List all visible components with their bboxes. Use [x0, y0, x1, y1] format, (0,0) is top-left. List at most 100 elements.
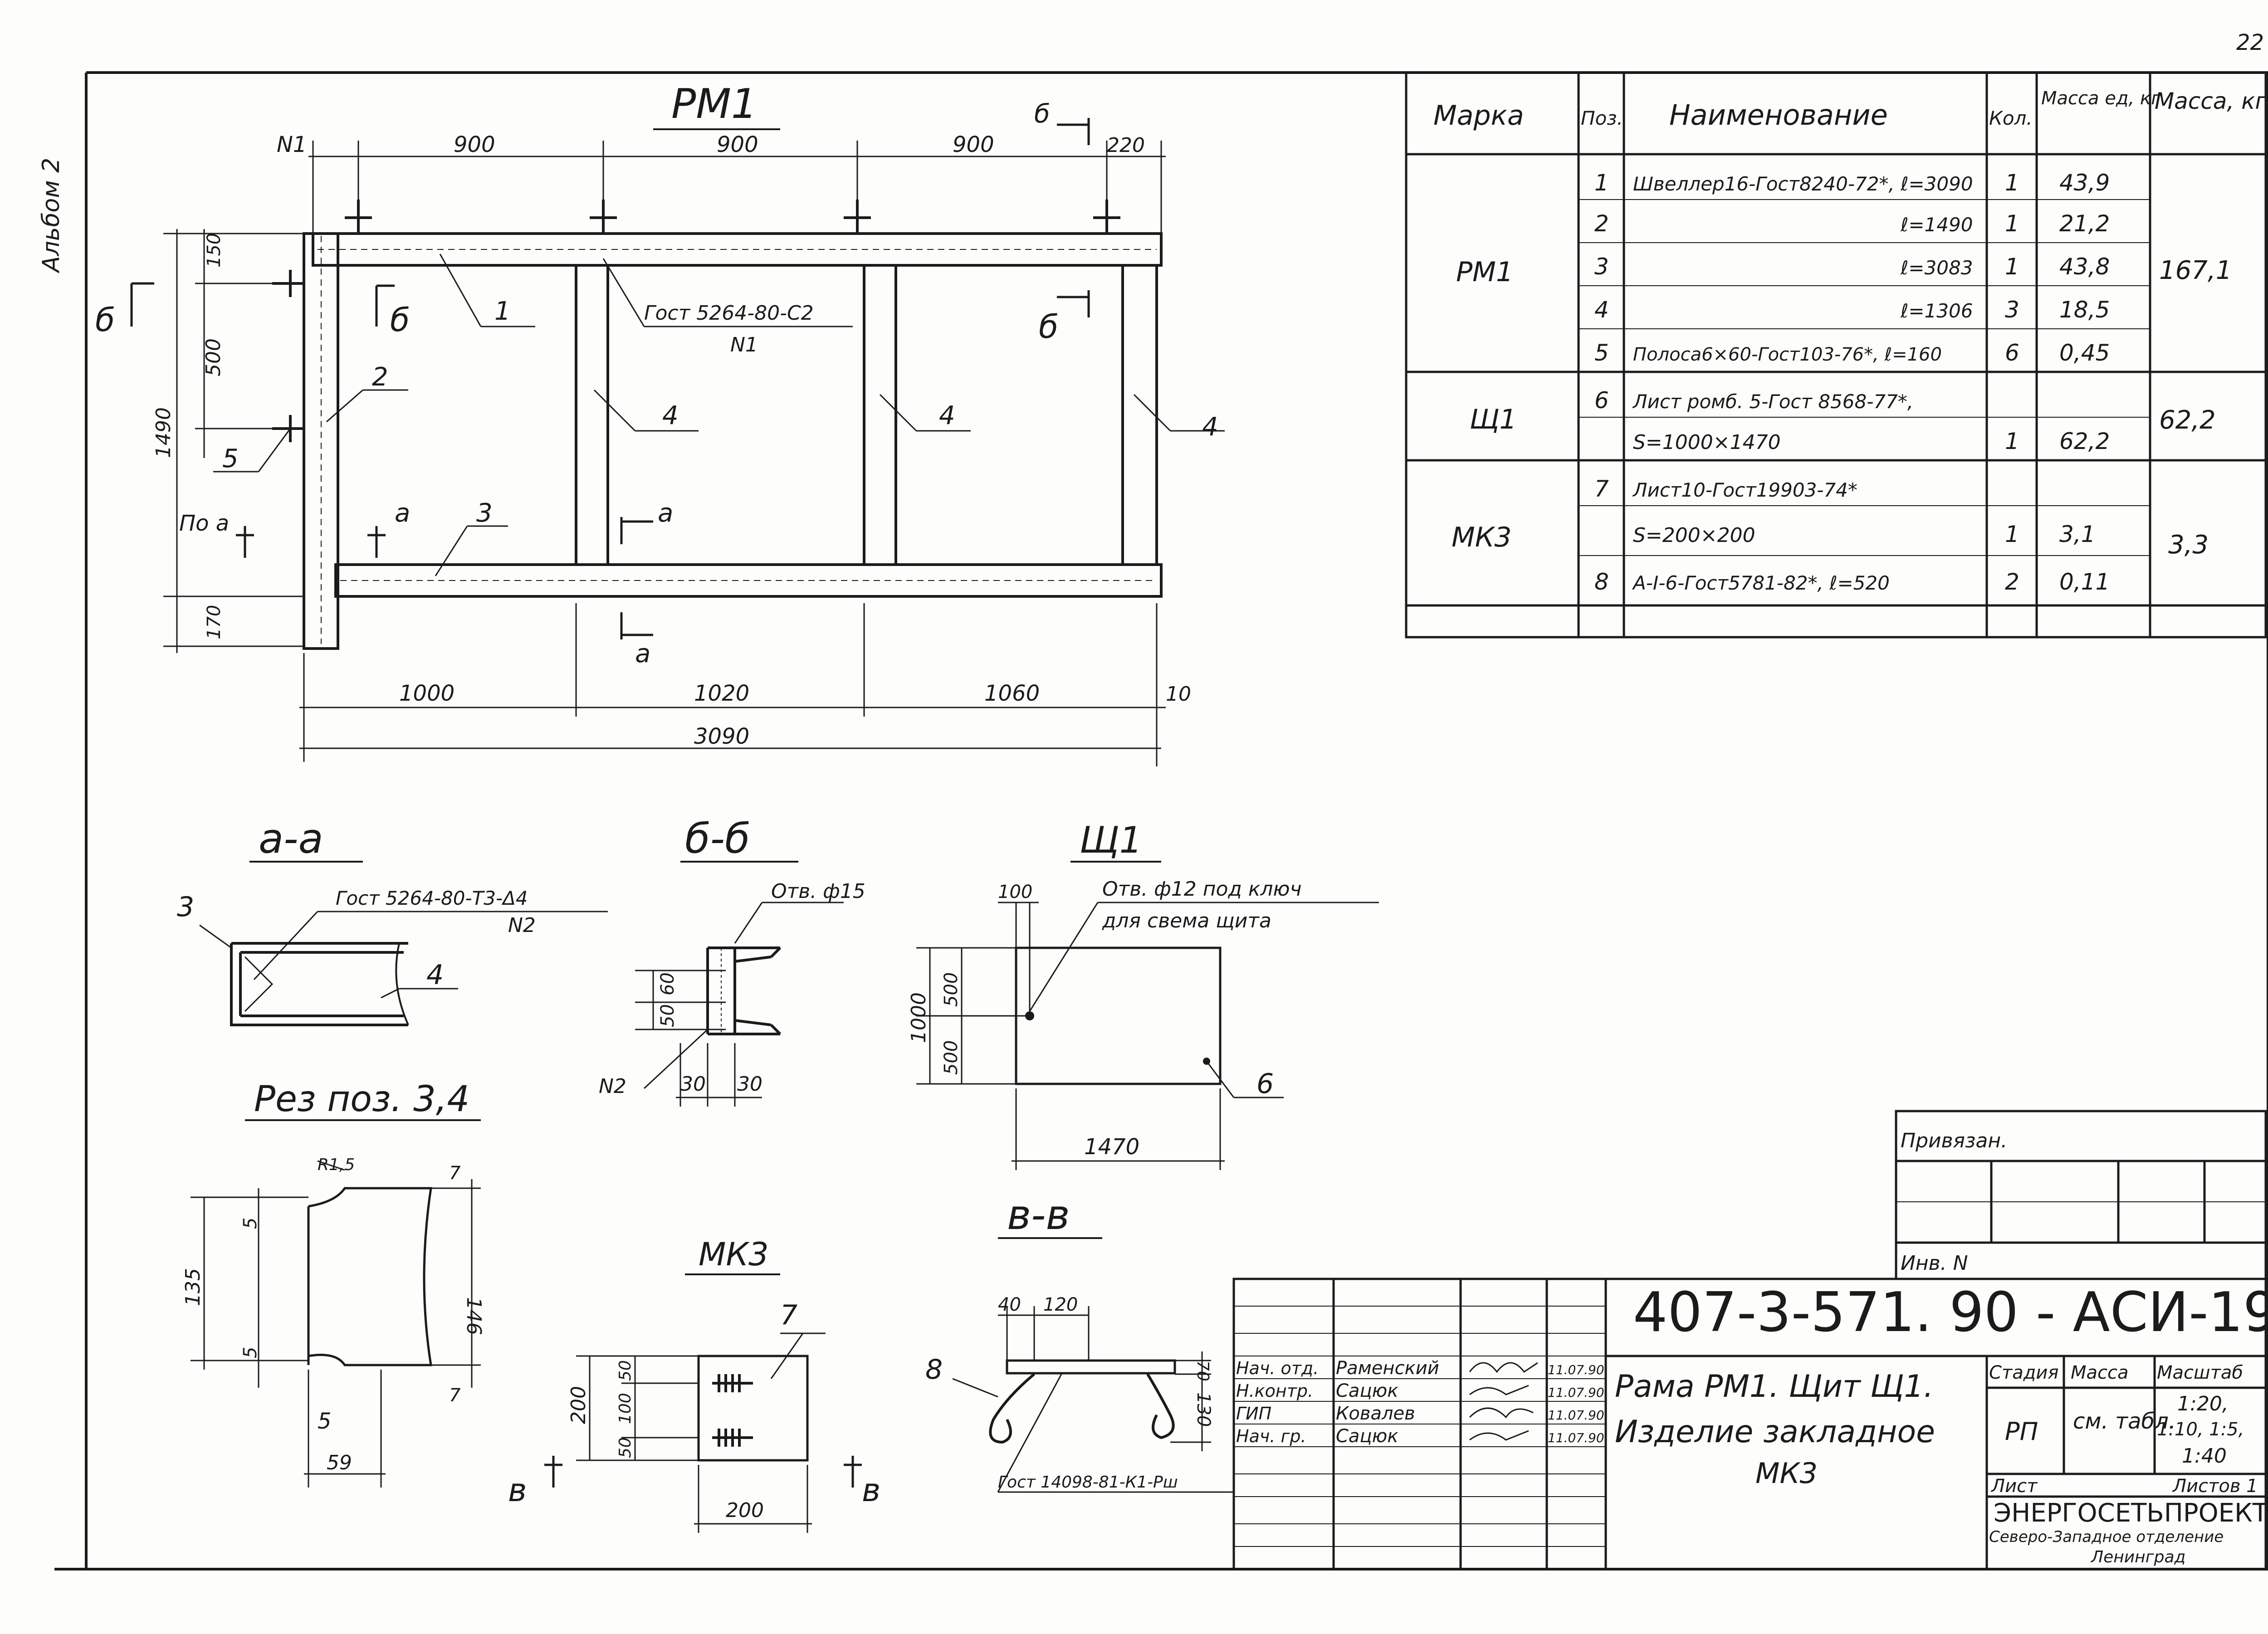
- rez-dims: [191, 1160, 481, 1488]
- vv-dim-40: 40: [998, 1294, 1021, 1315]
- bb-dim-30b: 30: [737, 1073, 763, 1096]
- sheet-frame: [54, 71, 2268, 1571]
- rm1-dim-left-1490: 1490: [152, 407, 175, 458]
- spec-name-7: Лист10-Гост19903-74*: [1632, 479, 1857, 501]
- spec-mass-7: 3,1: [2059, 521, 2096, 547]
- rm1-mark-b2: б: [390, 302, 410, 339]
- sch1-hole-note: Отв. ф12 под ключ: [1102, 878, 1302, 901]
- vv-callout-8: 8: [925, 1354, 943, 1385]
- bb-dim-60: 60: [657, 972, 678, 995]
- spec-table: Марка Поз. Наименование Кол. Масса ед, к…: [1405, 71, 2267, 639]
- mk3-mark-v1: в: [508, 1472, 527, 1509]
- spec-mark-rm1: РМ1: [1456, 256, 1513, 288]
- tb-date-4: 11.07.90: [1548, 1430, 1604, 1445]
- spec-mass-5: 0,45: [2059, 340, 2110, 366]
- rez-dim-5b: 5: [240, 1347, 261, 1358]
- spec-mass-3: 43,8: [2059, 254, 2110, 280]
- album-label: Альбом 2: [38, 158, 65, 273]
- rm1-channel-top: [312, 232, 1163, 267]
- rm1-mark-a3: а: [635, 639, 650, 668]
- spec-table-rows: [1579, 199, 2150, 556]
- title-block-grid: [1232, 1110, 2267, 1571]
- vv-note: Гост 14098-81-К1-Рш: [998, 1473, 1178, 1492]
- rm1-channel-left: [303, 232, 339, 650]
- rez-dim-7a: 7: [449, 1163, 461, 1184]
- bb-dim-30a: 30: [680, 1073, 706, 1096]
- tb-org-city: Ленинград: [2090, 1548, 2185, 1566]
- spec-total-sch1: 62,2: [2159, 405, 2216, 435]
- tb-scale-2: 1:10, 1:5,: [2157, 1419, 2244, 1440]
- panel-sch1: Щ1 100 1000 500 500 1470 Отв. ф12 под кл…: [907, 819, 1379, 1170]
- rm1-callout-1: 1: [494, 297, 511, 326]
- tb-scale-1: 1:20,: [2177, 1392, 2229, 1415]
- spec-mass-2: 21,2: [2059, 210, 2110, 237]
- rm1-dim-left-150: 150: [204, 233, 225, 268]
- title-block: Привязан. Инв. N 407-3-571. 90 - АСИ-19 …: [1232, 1110, 2268, 1571]
- tb-date-2: 11.07.90: [1548, 1385, 1604, 1400]
- spec-header-name: Наименование: [1669, 98, 1888, 132]
- mk3-section-marks: [544, 1456, 862, 1488]
- aa-note: Гост 5264-80-Т3-Δ4: [336, 887, 528, 909]
- aa-note-n: N2: [508, 914, 536, 937]
- vv-dim-130: 130: [1193, 1392, 1214, 1427]
- vv-dim-70: 70: [1193, 1361, 1212, 1381]
- rm1-dim-top-4: 220: [1107, 134, 1145, 157]
- spec-mass-4: 18,5: [2059, 297, 2110, 323]
- mk3-dim-50a: 50: [616, 1360, 635, 1381]
- spec-qty-6: 1: [2005, 428, 2019, 454]
- spec-pos-3: 3: [1594, 254, 1609, 280]
- sch1-dim-1470: 1470: [1084, 1134, 1139, 1160]
- rm1-mark-b4: б: [1039, 308, 1058, 346]
- spec-mark-sch1: Щ1: [1470, 404, 1517, 435]
- spec-name-1: Швеллер16-Гост8240-72*, ℓ=3090: [1633, 173, 1973, 195]
- rm1-channel-vertical-3: [1121, 264, 1158, 566]
- rm1-title: РМ1: [671, 80, 757, 128]
- rm1-weld-note-n: N1: [730, 333, 758, 356]
- tb-date-3: 11.07.90: [1548, 1408, 1604, 1423]
- rm1-callout-4b: 4: [939, 401, 955, 430]
- spec-header-mark: Марка: [1433, 100, 1524, 132]
- mk3-dim-50b: 50: [616, 1437, 635, 1458]
- spec-name-3: ℓ=3083: [1900, 257, 1973, 279]
- sch1-dim-1000: 1000: [907, 992, 930, 1043]
- rm1-dim-top-1: 900: [454, 132, 495, 157]
- rez-dim-146: 146: [462, 1297, 485, 1335]
- spec-qty-4: 3: [2005, 297, 2019, 323]
- spec-table-grid: [1405, 71, 2267, 639]
- spec-name-4: ℓ=1306: [1900, 300, 1973, 322]
- tb-org-sub: Северо-Западное отделение: [1989, 1528, 2224, 1546]
- spec-header-total-mass: Масса, кг: [2155, 88, 2267, 114]
- spec-pos-7: 7: [1594, 476, 1609, 502]
- rm1-dim-top: [308, 141, 1166, 236]
- rm1-dim-bottom: [299, 603, 1166, 766]
- section-vv: в-в 40 120 70 130 8 Гост 14098-81-К1-Рш: [925, 1191, 1234, 1493]
- bb-hole-note: Отв. ф15: [771, 880, 865, 903]
- tb-title-1: Рама РМ1. Щит Щ1.: [1615, 1369, 1933, 1405]
- rm1-weld-note: Гост 5264-80-С2: [644, 302, 814, 325]
- tb-stage: РП: [2005, 1417, 2038, 1446]
- rm1-mark-b3: б: [1034, 99, 1050, 129]
- rm1-dim-left-500: 500: [202, 338, 225, 376]
- spec-pos-6: 6: [1594, 387, 1609, 414]
- spec-name-7b: S=200×200: [1633, 524, 1755, 547]
- cut-detail: Рез поз. 3,4 R1,5 7 5 135 146 5 7 5 59: [181, 1079, 485, 1488]
- rm1-channel-vertical-2: [863, 264, 897, 566]
- spec-name-6: Лист ромб. 5-Гост 8568-77*,: [1632, 390, 1913, 413]
- spec-name-6b: S=1000×1470: [1633, 431, 1781, 454]
- tb-date-1: 11.07.90: [1548, 1362, 1604, 1377]
- bb-title: б-б: [685, 815, 750, 863]
- aa-callout-3: 3: [177, 891, 194, 923]
- tb-scale-3: 1:40: [2182, 1444, 2227, 1468]
- rm1-callout-5: 5: [222, 444, 239, 473]
- rez-dim-r15: R1,5: [318, 1156, 355, 1174]
- bb-n-mark: N2: [599, 1075, 626, 1098]
- spec-header-qty: Кол.: [1989, 107, 2033, 129]
- bb-dim-50: 50: [657, 1004, 678, 1027]
- corner-number: 22: [2236, 30, 2264, 55]
- spec-qty-1: 1: [2005, 170, 2019, 196]
- tb-name-3: Ковалев: [1336, 1403, 1415, 1424]
- rez-dim-5c: 5: [318, 1409, 332, 1434]
- mk3-rods: [712, 1374, 753, 1447]
- tb-sheet-label: Лист: [1990, 1476, 2038, 1497]
